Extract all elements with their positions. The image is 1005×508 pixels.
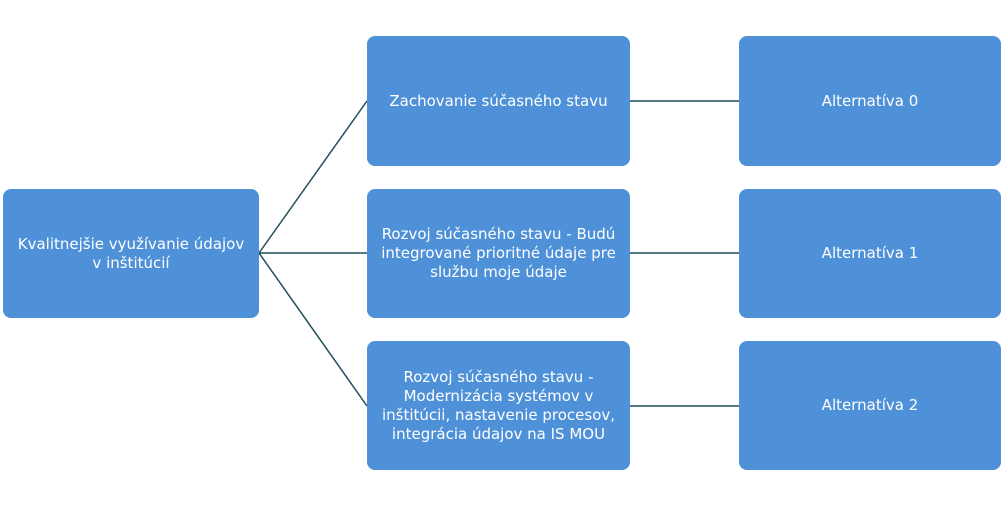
- option-node-0-label: Zachovanie súčasného stavu: [389, 91, 608, 110]
- alternative-node-0: Alternatíva 0: [739, 36, 1001, 166]
- root-node: Kvalitnejšie využívanie údajov v inštitú…: [3, 189, 259, 318]
- option-node-1: Rozvoj súčasného stavu - Budú integrovan…: [367, 189, 630, 318]
- connector-root-option-2: [258, 252, 368, 407]
- alternative-node-1: Alternatíva 1: [739, 189, 1001, 318]
- option-node-1-label: Rozvoj súčasného stavu - Budú integrovan…: [381, 225, 616, 281]
- option-node-2-label: Rozvoj súčasného stavu - Modernizácia sy…: [381, 367, 616, 443]
- alternative-node-1-label: Alternatíva 1: [821, 244, 919, 262]
- option-node-0: Zachovanie súčasného stavu: [367, 36, 630, 166]
- connector-root-option-0: [258, 100, 368, 254]
- root-node-label: Kvalitnejšie využívanie údajov v inštitú…: [17, 234, 245, 272]
- alternative-node-0-label: Alternatíva 0: [821, 91, 919, 110]
- option-node-2: Rozvoj súčasného stavu - Modernizácia sy…: [367, 341, 630, 470]
- alternative-node-2: Alternatíva 2: [739, 341, 1001, 470]
- alternative-node-2-label: Alternatíva 2: [821, 396, 919, 414]
